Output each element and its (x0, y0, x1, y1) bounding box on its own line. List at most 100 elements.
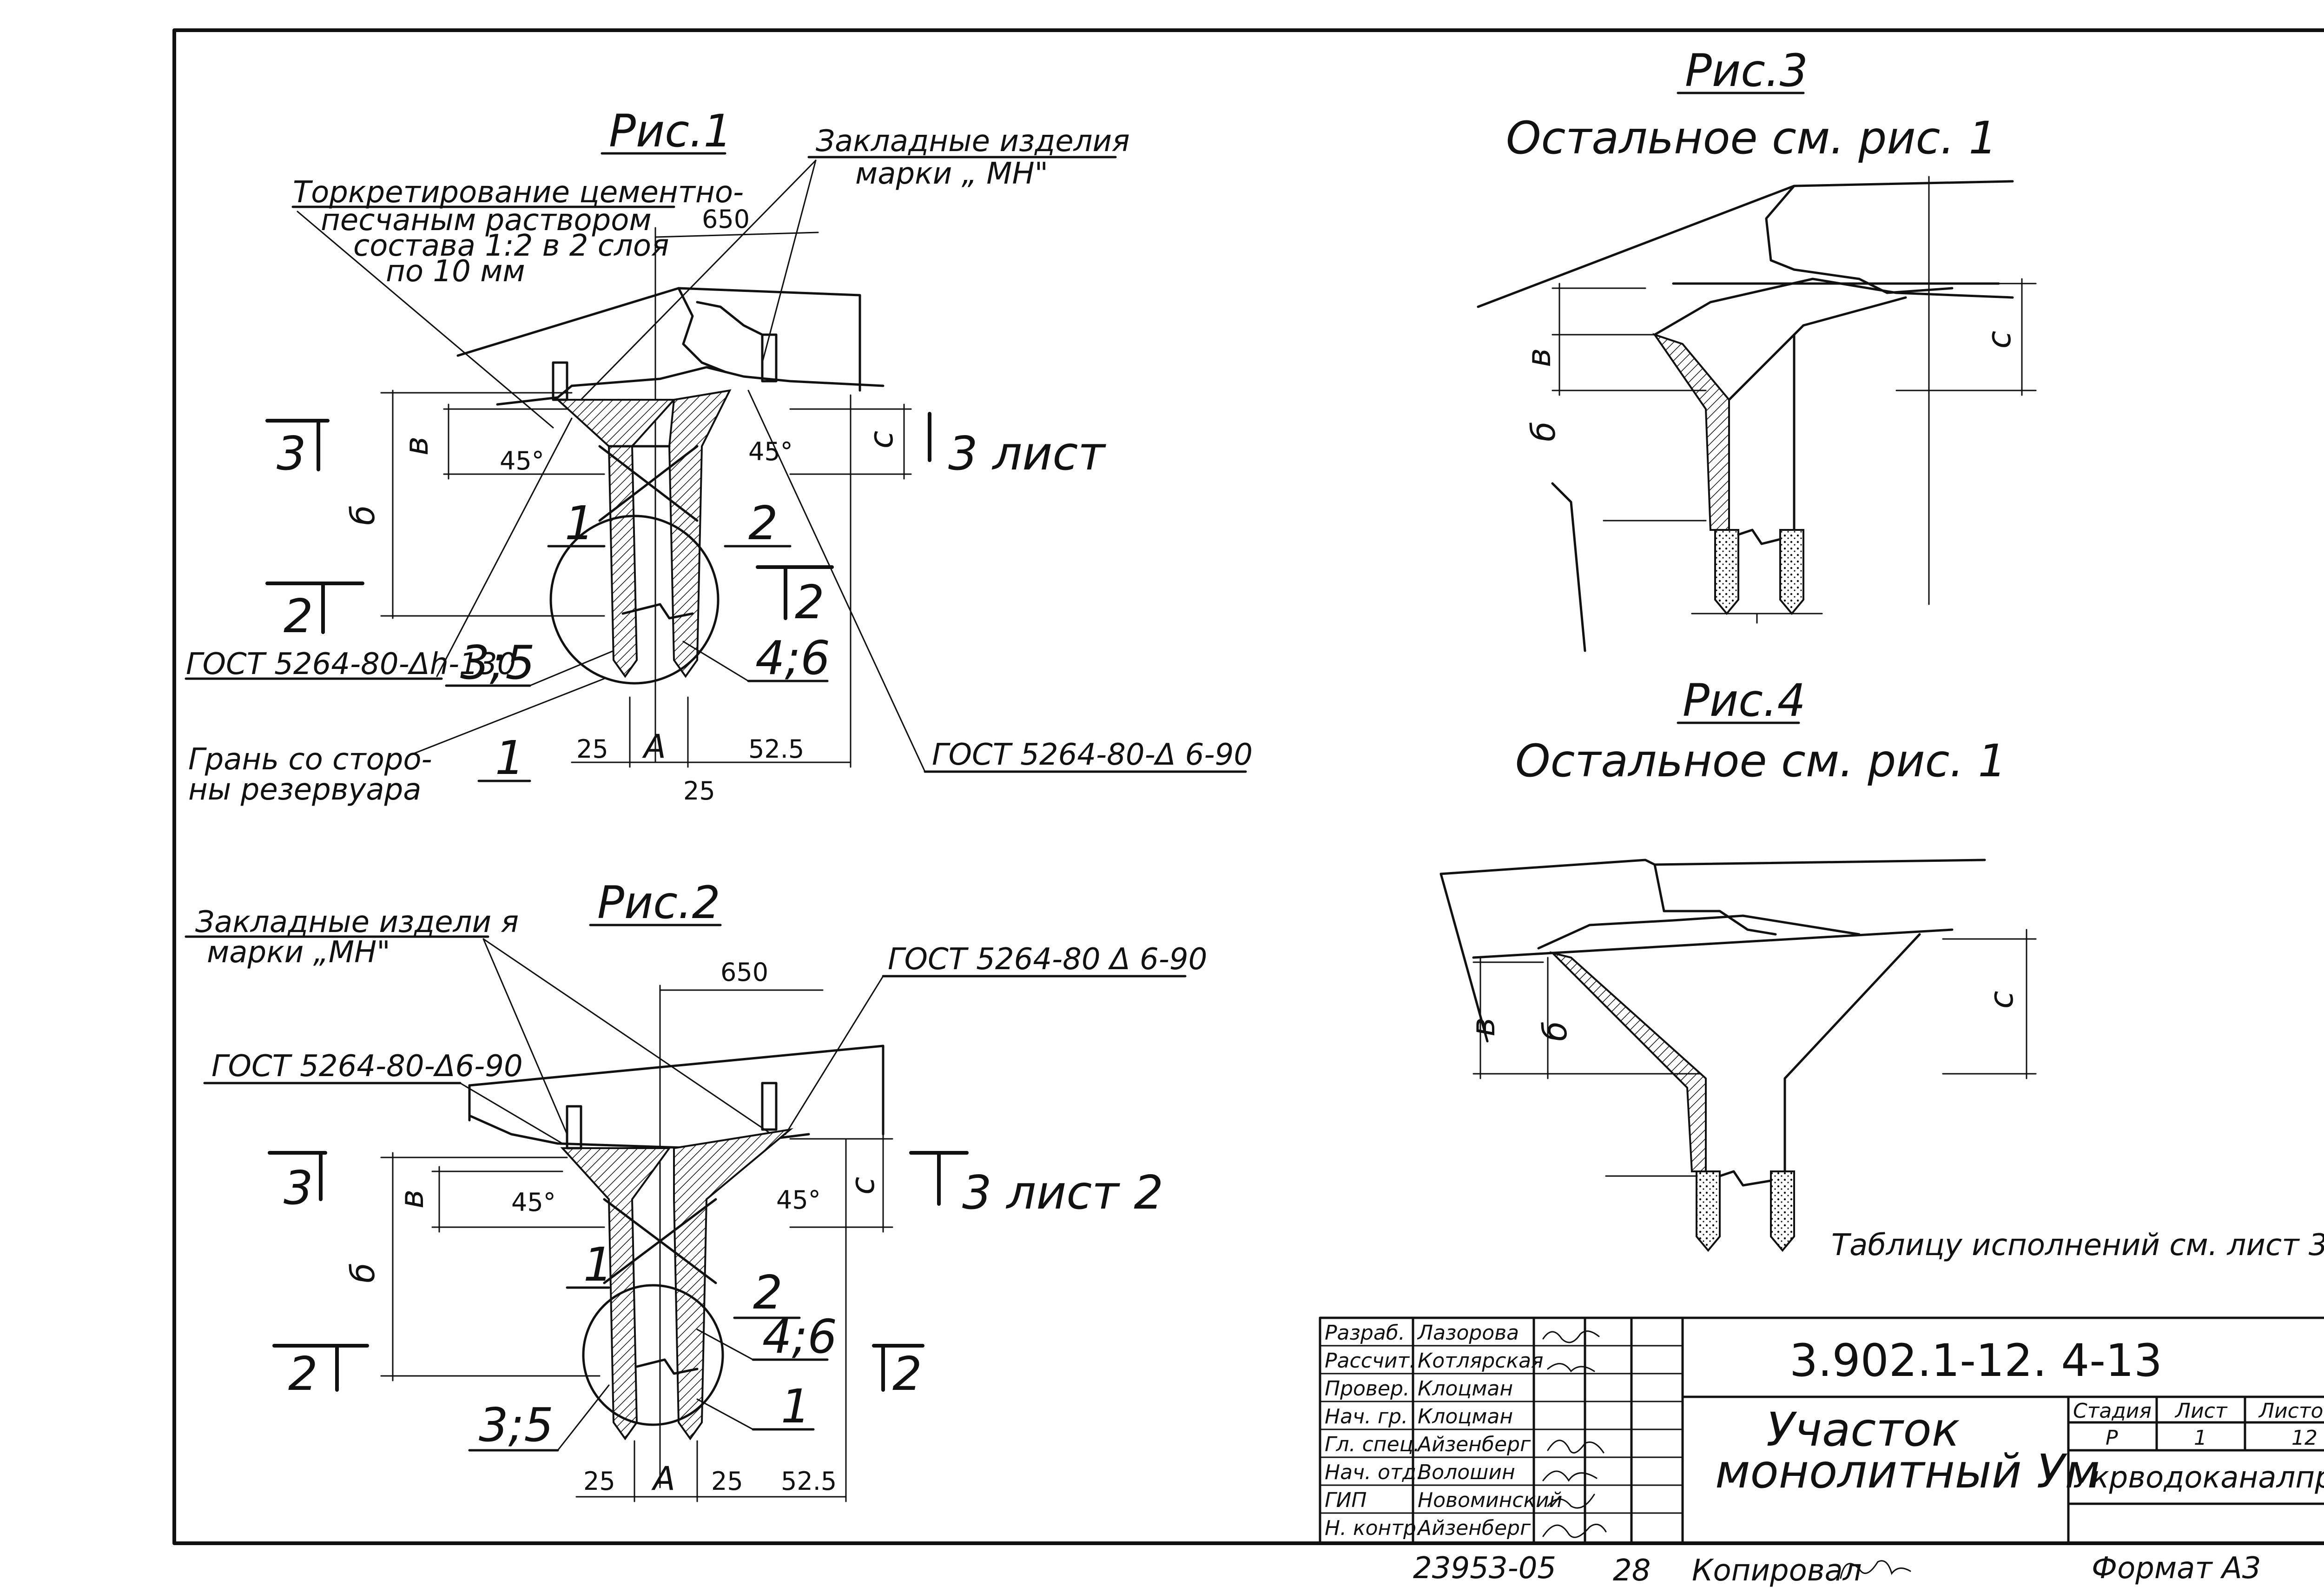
fig2-section-3-sheet: 3 лист 2 (962, 1165, 1163, 1220)
role-norm-control: Н. контр. (1325, 1516, 1423, 1540)
fig4-dim-b: б (1536, 1021, 1574, 1041)
signature-norm-control (1542, 1523, 1607, 1538)
fig2-title: Рис.2 (597, 877, 720, 929)
format-label: Формат А3 (2092, 1551, 2261, 1586)
sheet-header: Лист (2174, 1399, 2228, 1423)
fig1-dim-650: 650 (702, 205, 750, 234)
fig2-section-2-right: 2 (892, 1347, 922, 1401)
fig4-dim-v: в (1464, 1018, 1502, 1037)
fig2-angle-left: 45° (511, 1188, 556, 1217)
fig2-dim-650: 650 (720, 958, 768, 987)
name-developer: Лазорова (1417, 1321, 1519, 1345)
fig4-title: Рис.4 (1683, 674, 1806, 727)
name-dept-head: Волошин (1418, 1461, 1515, 1484)
stage-header: Стадия (2073, 1399, 2152, 1423)
figure-3: Рис.3 Остальное см. рис. 1 в б с (1477, 45, 2037, 652)
fig2-dim-525: 52.5 (781, 1467, 837, 1496)
sheet-frame (172, 28, 2324, 1545)
role-calculated: Рассчит. (1325, 1349, 1416, 1373)
fig4-dim-c: с (1982, 991, 2020, 1009)
copied-label: Копировал (1692, 1553, 1862, 1588)
fig1-gunite-note-1: Торкретирование цементно- (293, 175, 744, 210)
fig1-section-3: 3 (277, 426, 306, 481)
name-group-head: Клоцман (1418, 1405, 1513, 1428)
fig3-dim-b: б (1525, 422, 1563, 442)
stage-value: Р (2106, 1426, 2118, 1450)
fig1-title: Рис.1 (609, 105, 732, 157)
fig1-section-3-sheet: 3 лист (948, 426, 1106, 481)
title-block: Разраб. Рассчит. Провер. Нач. гр. Гл. сп… (1319, 1316, 2324, 1545)
fig2-dim-a: А (651, 1460, 675, 1498)
table-reference-note: Таблицу исполнений см. лист 3 (1831, 1228, 2324, 1263)
archive-number: 23953-05 (1413, 1551, 1556, 1586)
fig3-note: Остальное см. рис. 1 (1506, 112, 1997, 164)
document-code: 3.902.1-12. 4-13 (1789, 1335, 2162, 1387)
fig2-dim-25-right: 25 (711, 1467, 743, 1496)
fig2-embedded-note-2: марки „МН" (207, 935, 390, 970)
sheet-value: 1 (2194, 1426, 2207, 1450)
fig2-label-1a: 1 (583, 1237, 613, 1292)
figure-2: Рис.2 Закладные издели я марки „МН" 650 … (185, 877, 1207, 1502)
fig2-angle-right: 45° (776, 1185, 821, 1215)
fig2-section-2-left: 2 (288, 1347, 318, 1401)
copied-signature (1840, 1560, 1911, 1579)
figure-1: Рис.1 Торкретирование цементно- песчаным… (185, 105, 1253, 807)
fig2-dim-c: с (844, 1177, 882, 1195)
fig1-face-note-2: ны резервуара (188, 773, 421, 807)
fig1-gost-h130: ГОСТ 5264-80-Δh-130 (186, 647, 516, 681)
fig4-note: Остальное см. рис. 1 (1515, 735, 2007, 787)
fig3-dim-v: в (1520, 348, 1558, 367)
fig2-embedded-note-1: Закладные издели я (195, 905, 519, 939)
role-developer: Разраб. (1325, 1321, 1405, 1345)
name-chief-specialist: Айзенберг (1416, 1433, 1531, 1456)
fig1-embedded-note-1: Закладные изделия (816, 124, 1130, 159)
fig1-gost-6-90: ГОСТ 5264-80-Δ 6-90 (932, 738, 1253, 772)
sheets-header: Листов (2258, 1399, 2324, 1423)
role-chief-specialist: Гл. спец. (1325, 1433, 1420, 1456)
name-calculated: Котлярская (1418, 1349, 1544, 1373)
fig3-dim-c: с (1980, 331, 2018, 349)
fig1-label-46: 4;6 (755, 631, 830, 685)
fig1-label-1a: 1 (565, 496, 594, 550)
fig1-label-1b: 1 (495, 731, 525, 785)
signature-chief-engineer (1547, 1494, 1595, 1509)
fig1-section-2-right: 2 (795, 575, 825, 629)
organization: Укрводоканалпроект (2073, 1461, 2324, 1495)
fig1-embedded-note-2: марки „ МН" (855, 157, 1048, 191)
figure-4: Рис.4 Остальное см. рис. 1 в б с Таблицу… (1439, 674, 2324, 1263)
title-block-frame (1319, 1316, 2324, 1545)
fig2-label-2: 2 (753, 1265, 783, 1320)
fig1-dim-v: в (397, 436, 436, 456)
fig2-gost-right: ГОСТ 5264-80 Δ 6-90 (888, 942, 1207, 977)
role-checked: Провер. (1325, 1377, 1410, 1401)
page-number: 28 (1613, 1553, 1651, 1588)
fig2-section-3: 3 (284, 1161, 313, 1215)
role-group-head: Нач. гр. (1325, 1405, 1408, 1428)
signature-developer (1542, 1330, 1600, 1343)
signature-chief-specialist (1547, 1440, 1604, 1454)
fig2-dim-b: б (344, 1263, 382, 1283)
fig1-dim-25-bottom: 25 (683, 776, 715, 806)
role-chief-engineer: ГИП (1325, 1488, 1367, 1512)
fig1-dim-525: 52.5 (748, 734, 804, 764)
name-norm-control: Айзенберг (1416, 1516, 1531, 1540)
fig1-gunite-note-3: состава 1:2 в 2 слоя (353, 229, 669, 263)
name-checked: Клоцман (1418, 1377, 1513, 1401)
role-dept-head: Нач. отд. (1325, 1461, 1423, 1484)
footer: 23953-05 28 Копировал Формат А3 (1413, 1551, 2261, 1588)
drawing-title-line-2: монолитный Ум (1715, 1444, 2100, 1499)
fig1-angle-left: 45° (500, 446, 544, 476)
fig1-label-2: 2 (748, 496, 778, 550)
fig1-gunite-note-2: песчаным раствором (321, 203, 652, 238)
sheets-value: 12 (2291, 1426, 2317, 1450)
name-chief-engineer: Новоминский (1418, 1488, 1562, 1512)
fig1-face-note-1: Грань со сторо- (188, 742, 432, 777)
drawing-title-line-1: Участок (1766, 1402, 1960, 1457)
fig1-section-2-left: 2 (284, 589, 313, 643)
fig1-angle-right: 45° (748, 437, 793, 466)
fig1-dim-25-left: 25 (576, 734, 608, 764)
fig3-title: Рис.3 (1685, 45, 1808, 97)
fig1-dim-b: б (344, 505, 382, 525)
fig1-label-35: 3;5 (460, 635, 535, 690)
